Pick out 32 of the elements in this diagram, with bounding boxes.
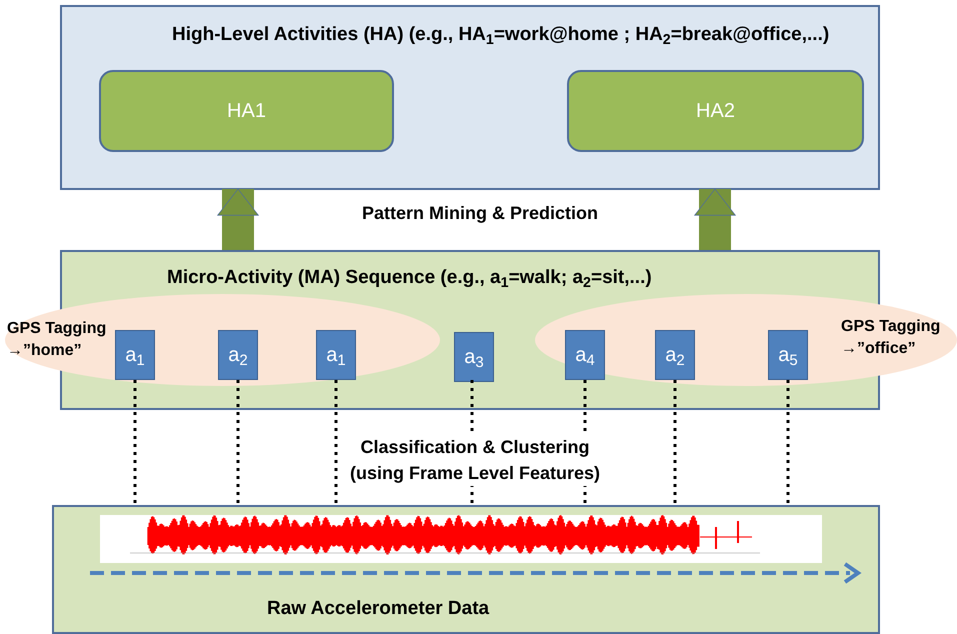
micro-activity-label: a$_{1}$ bbox=[125, 343, 145, 370]
panel-title: Micro-Activity (MA) Sequence (e.g., a$_{1}$=walk; a$_{2}$=sit,...) bbox=[167, 266, 652, 292]
dotted-connector bbox=[334, 380, 338, 505]
micro-activity-box bbox=[655, 330, 695, 380]
activity-label: HA1 bbox=[227, 99, 266, 124]
micro-activity-box bbox=[115, 330, 155, 380]
micro-activity-label: a$_{2}$ bbox=[228, 343, 248, 370]
micro-activity-label: a$_{3}$ bbox=[464, 345, 484, 372]
micro-activity-label: a$_{5}$ bbox=[778, 343, 798, 370]
block-arrow bbox=[217, 188, 259, 250]
micro-activity-box bbox=[454, 332, 494, 382]
layer-panel bbox=[60, 5, 880, 190]
micro-activity-label: a$_{4}$ bbox=[575, 343, 595, 370]
micro-activity-label: a$_{1}$ bbox=[326, 343, 346, 370]
micro-activity-box bbox=[316, 330, 356, 380]
block-arrow bbox=[694, 188, 736, 250]
location-tag-label: GPS Tagging →”office” bbox=[841, 317, 942, 359]
micro-activity-box bbox=[218, 330, 258, 380]
micro-activity-box bbox=[768, 330, 808, 380]
location-tag-label: GPS Tagging →”home” bbox=[7, 319, 107, 361]
dotted-connector bbox=[236, 380, 240, 505]
panel-title: High-Level Activities (HA) (e.g., HA$_{1}$=work@home ; HA$_{2}$=break@office,...) bbox=[172, 23, 830, 50]
dotted-connector bbox=[674, 380, 676, 505]
micro-activity-box bbox=[565, 330, 605, 380]
panel-title: Raw Accelerometer Data bbox=[267, 597, 490, 621]
layer-panel bbox=[52, 505, 880, 634]
activity-box bbox=[567, 70, 864, 152]
dotted-connector bbox=[786, 380, 790, 505]
micro-activity-label: a$_{2}$ bbox=[665, 343, 685, 370]
activity-label: HA2 bbox=[696, 99, 735, 124]
dotted-connector bbox=[134, 380, 136, 505]
activity-box bbox=[99, 70, 394, 152]
